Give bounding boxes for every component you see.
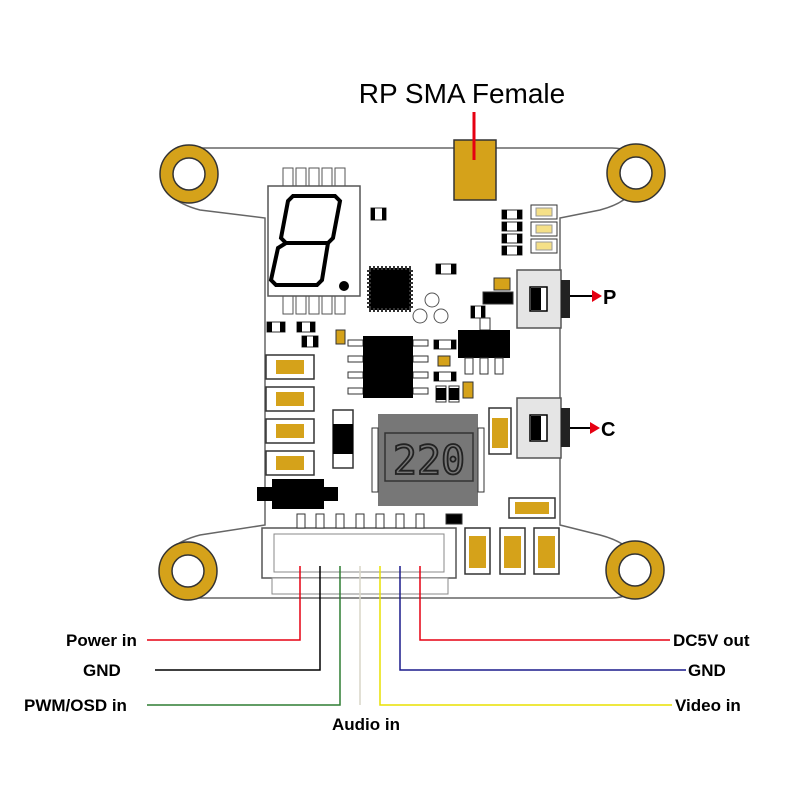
wire-video-in <box>379 566 672 706</box>
resistor-r3 <box>493 277 511 291</box>
test-pad-3 <box>433 308 449 324</box>
wire-pwm-osd-in <box>147 566 341 706</box>
test-pad-2 <box>412 308 428 324</box>
status-leds <box>530 204 558 254</box>
resistor-r5 <box>470 305 486 319</box>
label-dc5v-out: DC5V out <box>673 631 750 650</box>
button-c-label: C <box>601 419 615 441</box>
soic-chip <box>347 336 429 398</box>
label-gnd-right: GND <box>688 661 726 680</box>
qfn-microcontroller <box>367 266 413 312</box>
wire-gnd-right <box>399 566 686 671</box>
label-audio-in: Audio in <box>332 715 400 734</box>
label-gnd-left: GND <box>83 661 121 680</box>
resistor-r4 <box>482 291 514 305</box>
mounting-hole-bottom-left <box>158 541 218 601</box>
resistor-r1 <box>370 207 387 221</box>
inductor-code: 220 <box>393 438 465 484</box>
wire-power-in <box>147 566 301 641</box>
seven-segment-display <box>267 167 361 315</box>
button-c-arrowhead <box>590 422 600 434</box>
resistor-r2-pad <box>451 264 456 274</box>
tantalum-cap-right <box>488 407 512 455</box>
power-inductor: 220 <box>371 414 485 506</box>
label-power-in: Power in <box>66 631 137 650</box>
resistors-mid <box>433 339 474 403</box>
resistor-left-pair <box>266 321 316 333</box>
pin-header-connector <box>261 513 457 595</box>
test-pad-1 <box>424 292 440 308</box>
tantalum-caps-bottom-right <box>464 497 560 575</box>
resistor-array <box>501 209 523 256</box>
button-p-arrowhead <box>592 290 602 302</box>
cap-small-left-pad <box>313 336 318 347</box>
voltage-regulator <box>458 317 510 375</box>
button-c[interactable] <box>516 397 570 459</box>
tantalum-capacitors <box>265 354 315 476</box>
antenna-label: RP SMA Female <box>359 78 565 109</box>
mounting-hole-top-right <box>606 143 666 203</box>
cap-small-left-pad <box>302 336 307 347</box>
button-p-label: P <box>603 287 616 309</box>
mounting-hole-top-left <box>159 144 219 204</box>
resistor-r2-pad <box>436 264 441 274</box>
resistor-small-bottom <box>445 513 463 525</box>
cap-tiny <box>335 329 346 345</box>
button-p[interactable] <box>516 269 570 329</box>
wire-gnd-left <box>155 566 321 671</box>
mounting-hole-bottom-right <box>605 540 665 600</box>
wire-dc5v-out <box>419 566 670 641</box>
diode-vertical <box>332 409 354 469</box>
diode-horizontal <box>257 479 338 509</box>
label-pwm-osd-in: PWM/OSD in <box>24 696 127 715</box>
label-video-in: Video in <box>675 696 741 715</box>
